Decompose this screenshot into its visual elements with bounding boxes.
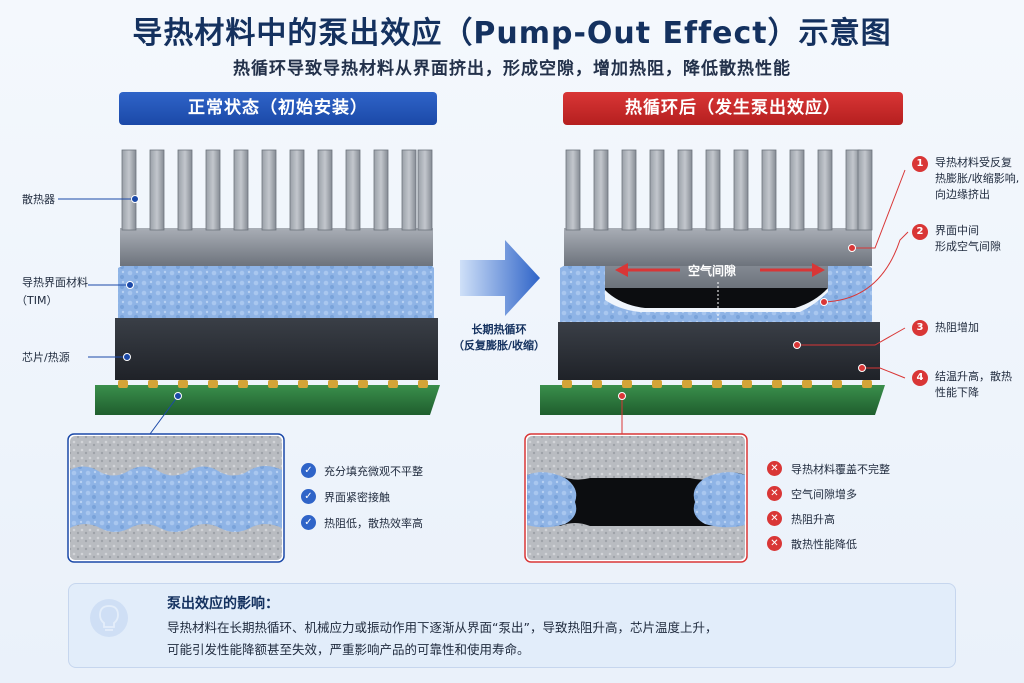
normal-state-banner: 正常状态（初始安装） [119,92,437,125]
annotation-3-text: 热阻增加 [935,321,979,334]
solder-balls-right [562,380,872,388]
chip-label: 芯片/热源 [22,351,70,364]
annotation-2-text: 界面中间 形成空气间隙 [935,224,1001,253]
cross-icon: ✕ [767,461,782,476]
impact-line-1: 导热材料在长期热循环、机械应力或振动作用下逐渐从界面“泵出”，导致热阻升高，芯片… [167,620,718,635]
page-title: 导热材料中的泵出效应（Pump-Out Effect）示意图 [132,16,892,51]
transition-label: 长期热循环 （反复膨胀/收缩） [446,322,552,354]
cross-icon: ✕ [767,511,782,526]
tim-label-abbr: （TIM） [16,294,58,307]
air-gap-label: 空气间隙 [688,264,737,278]
transition-label-line2: （反复膨胀/收缩） [452,339,546,352]
left-bullet-2: 界面紧密接触 [324,491,390,504]
right-stack [540,149,885,415]
page-subtitle: 热循环导致导热材料从界面挤出，形成空隙，增加热阻，降低散热性能 [233,59,791,79]
pcb-board [95,385,440,415]
right-bullet-4: 散热性能降低 [791,538,857,551]
heatsink-fins [121,149,433,231]
left-bullet-3: 热阻低，散热效率高 [324,517,423,530]
tim-layer-right [560,261,872,322]
impact-line-2: 可能引发性能降额甚至失效，严重影响产品的可靠性和使用寿命。 [167,642,530,657]
solder-balls [118,380,428,388]
left-zoom-inset [67,392,285,563]
right-bullet-2: 空气间隙增多 [791,488,857,501]
tim-layer [118,262,434,318]
impact-panel: 泵出效应的影响： 导热材料在长期热循环、机械应力或振动作用下逐渐从界面“泵出”，… [68,583,956,668]
air-gap [605,288,828,308]
pump-out-state-banner: 热循环后（发生泵出效应） [563,92,903,125]
heatsink-base [120,228,433,266]
annotation-1-text: 导热材料受反复 热膨胀/收缩影响, 向边缘挤出 [935,156,1020,201]
check-icon: ✓ [301,489,316,504]
annotation-3-badge: 3 [912,320,928,336]
left-stack [95,149,440,415]
left-leader-lines [58,195,139,361]
annotation-2-badge: 2 [912,224,928,240]
impact-body: 导热材料在长期热循环、机械应力或振动作用下逐渐从界面“泵出”，导致热阻升高，芯片… [167,617,927,661]
zoom-tim-fill [70,466,282,532]
transition-label-line1: 长期热循环 [471,323,527,336]
annotation-1-badge: 1 [912,156,928,172]
impact-title: 泵出效应的影响： [167,596,279,612]
pcb-board-right [540,385,885,415]
right-zoom-inset [524,392,748,563]
right-bullet-1: 导热材料覆盖不完整 [791,463,890,476]
check-icon: ✓ [301,463,316,478]
left-bullet-1: 充分填充微观不平整 [324,465,423,478]
transition-arrow [460,240,540,316]
right-bullet-3: 热阻升高 [791,513,835,526]
annotation-4-badge: 4 [912,370,928,386]
chip-block [115,318,438,380]
check-icon: ✓ [301,515,316,530]
annotation-4-text: 结温升高，散热 性能下降 [935,370,1012,399]
right-leader-lines [797,169,909,379]
cross-icon: ✕ [767,486,782,501]
heatsink-label: 散热器 [22,193,55,206]
cross-icon: ✕ [767,536,782,551]
heatsink-fins-right [565,149,873,231]
zoom-air-gap [527,472,745,526]
chip-block-right [558,322,880,380]
tim-label: 导热界面材料 [22,276,88,289]
